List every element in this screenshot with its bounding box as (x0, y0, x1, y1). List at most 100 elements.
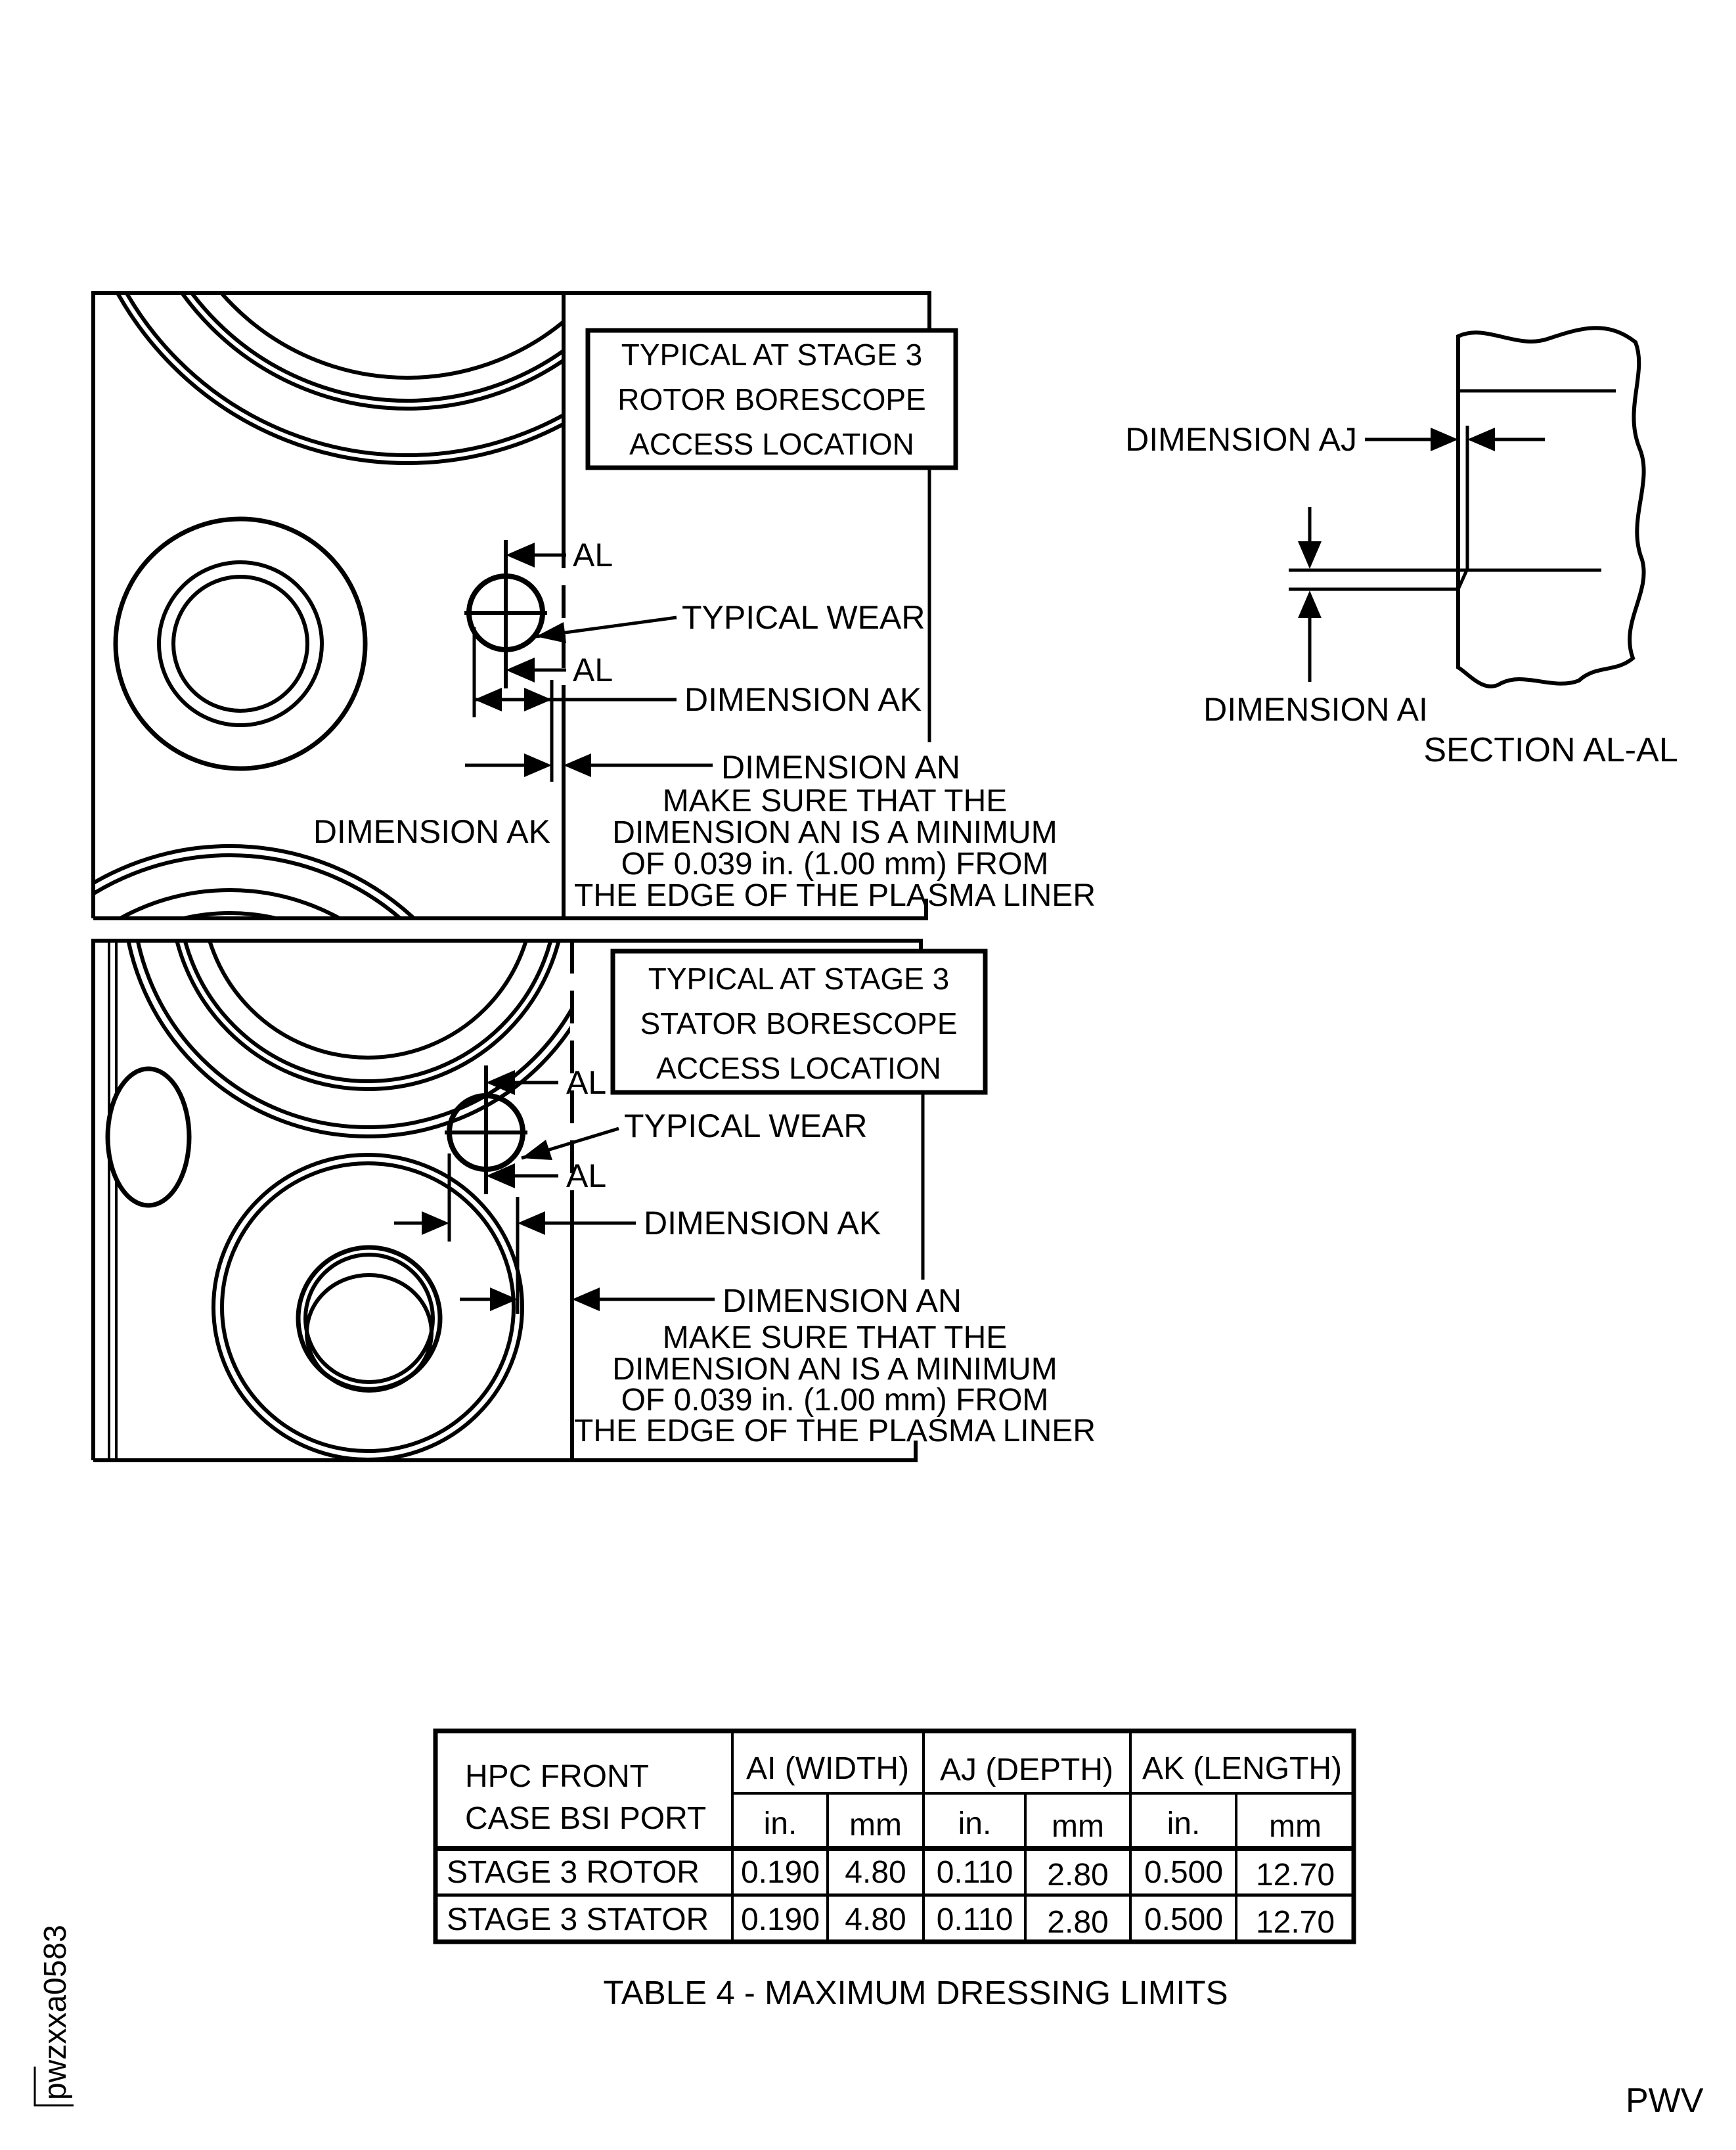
stator-note-line: OF 0.039 in. (1.00 mm) FROM (621, 1383, 1049, 1418)
section-wall (1456, 326, 1646, 688)
dimension-ak-label: DIMENSION AK (684, 681, 922, 718)
stator-top-boss-ring (175, 943, 560, 1091)
rotor-label-box (585, 328, 958, 470)
table-unit-header: in. (1167, 1806, 1201, 1841)
rotor-bottom-boss-ring (120, 888, 340, 916)
typical-wear-label: TYPICAL WEAR (682, 599, 925, 636)
stator-borescope-hole (447, 1093, 525, 1172)
aj-arrowhead (1467, 428, 1495, 451)
limits-table: HPC FRONT CASE BSI PORT AI (WIDTH) AJ (D… (433, 1728, 1356, 2011)
rotor-top-boss-ring (116, 295, 562, 465)
stator-case-bosses (127, 943, 570, 1458)
rotor-top-boss-ring (125, 295, 562, 457)
rotor-top-boss-ring (181, 295, 562, 411)
al-label: AL (573, 652, 613, 688)
rotor-label-line: TYPICAL AT STAGE 3 (621, 338, 922, 372)
stator-bottom-boss-ring (220, 1161, 516, 1453)
rotor-note-line: DIMENSION AN IS A MINIMUM (612, 815, 1057, 850)
aj-arrowhead (1431, 428, 1458, 451)
ak-arrowhead (524, 688, 552, 711)
rotor-bottom-boss-ring (183, 911, 277, 916)
table-row: STAGE 3 STATOR 0.190 4.80 0.110 2.80 0.5… (447, 1902, 1335, 1940)
table-border (433, 1728, 1356, 1944)
stator-case-bottom-edge (93, 1441, 918, 1462)
cell-value: 0.190 (741, 1855, 820, 1890)
rotor-note-line: THE EDGE OF THE PLASMA LINER (574, 878, 1096, 913)
cell-value: 2.80 (1047, 1905, 1108, 1940)
cell-value: 2.80 (1047, 1858, 1108, 1892)
section-title: SECTION AL-AL (1423, 731, 1678, 769)
dimension-an-label: DIMENSION AN (721, 749, 960, 786)
ak-arrowhead (474, 688, 502, 711)
dimension-an-label: DIMENSION AN (723, 1282, 962, 1319)
table-col1-header: CASE BSI PORT (465, 1801, 706, 1836)
al-label: AL (566, 1157, 606, 1194)
rotor-case-bosses (95, 295, 562, 916)
stator-case-outline (91, 939, 923, 1460)
rotor-top-boss-ring (190, 295, 562, 403)
cell-value: 0.500 (1144, 1855, 1223, 1890)
ai-arrowhead (1298, 591, 1322, 618)
stator-label-line: ACCESS LOCATION (656, 1051, 941, 1085)
al-arrowhead (486, 1163, 515, 1188)
cell-value: 4.80 (845, 1902, 906, 1937)
dimension-ai-label: DIMENSION AI (1203, 691, 1428, 728)
ak-arrowhead (422, 1211, 449, 1235)
table-group-header: AJ (DEPTH) (940, 1753, 1113, 1787)
stator-label-line: TYPICAL AT STAGE 3 (648, 962, 949, 996)
rotor-case-bottom-edge (93, 899, 928, 920)
al-label: AL (573, 537, 613, 573)
stator-hub-ring (303, 1253, 435, 1384)
cell-value: 0.500 (1144, 1902, 1223, 1937)
stator-wall-port (105, 1066, 192, 1208)
stator-view: TYPICAL AT STAGE 3 STATOR BORESCOPE ACCE… (91, 939, 1096, 1462)
table-col1-header: HPC FRONT (465, 1759, 649, 1794)
rotor-case-outline (91, 291, 931, 918)
typical-wear-arrowhead (536, 622, 566, 643)
table-unit-header: in. (764, 1806, 797, 1841)
table-row: STAGE 3 ROTOR 0.190 4.80 0.110 2.80 0.50… (447, 1855, 1335, 1892)
rotor-note-line: MAKE SURE THAT THE (663, 784, 1008, 818)
rotor-mid-boss-ring (113, 516, 368, 771)
cell-value: 0.110 (937, 1855, 1013, 1890)
cell-value: 0.190 (741, 1902, 820, 1937)
rotor-borescope-hole (466, 573, 545, 652)
cell-value: 12.70 (1256, 1858, 1335, 1892)
rotor-label-line: ACCESS LOCATION (629, 427, 914, 461)
row-label: STAGE 3 STATOR (447, 1902, 709, 1937)
rotor-view: TYPICAL AT STAGE 3 ROTOR BORESCOPE ACCES… (91, 291, 1096, 920)
table-unit-header: mm (1052, 1809, 1104, 1844)
table-unit-header: mm (1269, 1809, 1322, 1844)
stator-bottom-boss-ring (211, 1153, 524, 1458)
table-unit-header: mm (849, 1808, 902, 1843)
figure-id: pwzxxa0583 (38, 1925, 73, 2100)
page-code: PWV (1626, 2082, 1704, 2120)
rotor-mid-boss-ring (157, 560, 324, 727)
al-arrowhead (506, 658, 535, 683)
cell-value: 0.110 (937, 1902, 1013, 1937)
dimension-ak-label: DIMENSION AK (313, 813, 550, 850)
rotor-note-line: OF 0.039 in. (1.00 mm) FROM (621, 847, 1049, 882)
stator-top-boss-ring (127, 943, 570, 1138)
an-arrowhead (524, 753, 552, 777)
rotor-bottom-boss-ring (95, 853, 401, 916)
table-group-header: AI (WIDTH) (746, 1751, 909, 1786)
an-arrowhead (564, 753, 591, 777)
typical-wear-arrowhead (522, 1140, 552, 1160)
table-caption: TABLE 4 - MAXIMUM DRESSING LIMITS (603, 1974, 1228, 2011)
stator-top-boss-ring (208, 943, 528, 1060)
cell-value: 4.80 (845, 1855, 906, 1890)
stator-note-line: MAKE SURE THAT THE (663, 1320, 1008, 1355)
stator-top-boss-ring (136, 943, 570, 1129)
table-unit-header: in. (958, 1806, 992, 1841)
stator-hub-ring (305, 1273, 434, 1393)
footer: pwzxxa0583 PWV (33, 1925, 1704, 2120)
al-label: AL (566, 1064, 606, 1101)
stator-label-box (610, 949, 988, 1095)
table-group-header: AK (LENGTH) (1142, 1751, 1342, 1786)
stator-note-line: DIMENSION AN IS A MINIMUM (612, 1352, 1057, 1387)
vane-slot-step (1456, 568, 1469, 591)
al-arrowhead (506, 543, 535, 568)
rotor-bottom-boss-ring (95, 844, 415, 916)
